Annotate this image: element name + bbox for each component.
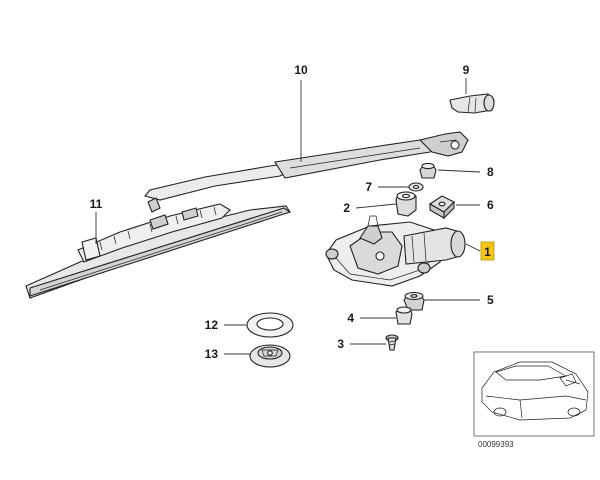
callout-10[interactable]: 10 xyxy=(294,63,308,77)
leader-lines xyxy=(95,78,481,355)
callout-13[interactable]: 13 xyxy=(205,347,219,361)
square-nut[interactable] xyxy=(428,195,455,220)
washer[interactable] xyxy=(408,182,424,192)
callout-3[interactable]: 3 xyxy=(337,337,344,351)
callout-4[interactable]: 4 xyxy=(347,311,354,325)
callout-1[interactable]: 1 xyxy=(484,245,491,259)
arm-cover-cap[interactable] xyxy=(449,93,495,114)
highlight-badge xyxy=(480,241,495,261)
wiper-arm[interactable] xyxy=(144,131,469,201)
callout-7[interactable]: 7 xyxy=(365,180,372,194)
callout-5[interactable]: 5 xyxy=(487,293,494,307)
callout-11[interactable]: 11 xyxy=(90,197,103,211)
bushing[interactable] xyxy=(395,306,413,325)
callout-2[interactable]: 2 xyxy=(343,201,350,215)
callout-9[interactable]: 9 xyxy=(463,63,470,77)
callout-8[interactable]: 8 xyxy=(487,165,494,179)
screw[interactable] xyxy=(385,334,399,351)
grommet-cover[interactable] xyxy=(249,344,291,368)
car-thumbnail xyxy=(481,361,589,421)
wiper-blade[interactable] xyxy=(25,197,292,299)
wiper-motor[interactable] xyxy=(325,215,466,287)
seal-ring[interactable] xyxy=(246,312,294,338)
image-number: 00099393 xyxy=(478,440,514,449)
grommet[interactable] xyxy=(395,191,417,217)
vehicle-inset xyxy=(473,351,595,437)
callout-6[interactable]: 6 xyxy=(487,198,494,212)
callout-12[interactable]: 12 xyxy=(205,318,219,332)
cap-nut[interactable] xyxy=(419,162,437,179)
